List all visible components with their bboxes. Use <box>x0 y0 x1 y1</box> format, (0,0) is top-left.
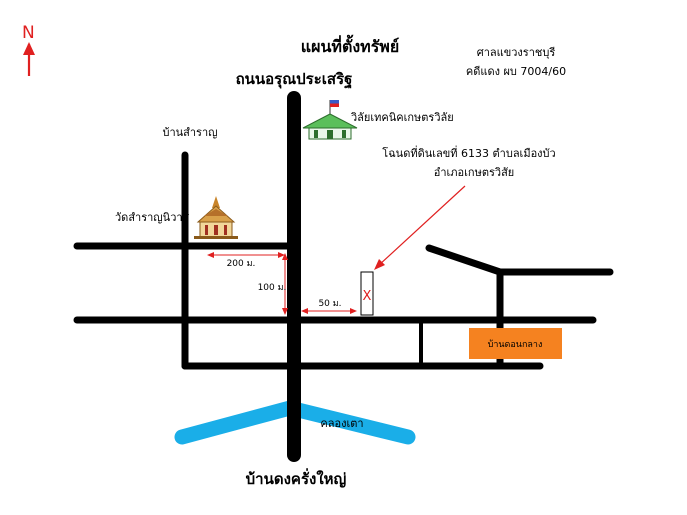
north-label: N <box>22 23 35 43</box>
distance-100m: 100 ม. <box>258 253 288 315</box>
property-deed-line2: อำเภอเกษตรวิสัย <box>434 166 514 179</box>
north-arrow: N <box>22 23 35 76</box>
highway-label: รย.3017 <box>287 225 298 265</box>
road-network <box>73 91 614 462</box>
case-number: คดีแดง ผบ 7004/60 <box>466 65 566 78</box>
property-deed-line1: โฉนดที่ดินเลขที่ 6133 ตำบลเมืองบัว <box>382 145 555 160</box>
top-road-label: ถนนอรุณประเสริฐ <box>236 70 353 89</box>
temple-label: วัดสำราญนิวาส <box>115 211 190 224</box>
canal-label: คลองเตา <box>320 417 363 430</box>
map-title: แผนที่ตั้งทรัพย์ <box>301 34 399 56</box>
property-plot <box>360 271 374 316</box>
college-label: วิลัยเทคนิคเกษตรวิลัย <box>350 111 454 124</box>
village-right-label: บ้านดอนกลาง <box>488 339 543 350</box>
property-marker: X <box>363 289 372 304</box>
road-right-upper <box>425 244 614 276</box>
village-left-label: บ้านสำราญ <box>162 126 217 139</box>
temple-icon <box>194 196 238 239</box>
college-icon <box>302 100 358 140</box>
court-name: ศาลแขวงราชบุรี <box>477 46 556 59</box>
distance-200m: 200 ม. <box>207 252 285 269</box>
distance-100m-label: 100 ม. <box>258 283 287 293</box>
distance-50m-label: 50 ม. <box>318 299 341 309</box>
bottom-village-label: บ้านดงครั่งใหญ่ <box>246 468 347 488</box>
property-pointer-arrow <box>374 185 466 270</box>
distance-200m-label: 200 ม. <box>227 259 256 269</box>
distance-50m: 50 ม. <box>301 299 357 314</box>
village-right-box <box>469 328 562 359</box>
